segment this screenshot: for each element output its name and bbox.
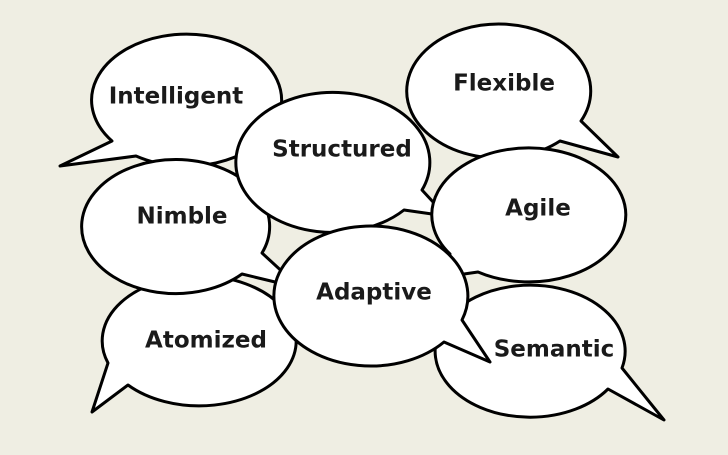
bubble-flexible-label: Flexible: [453, 71, 555, 97]
bubble-intelligent-label: Intelligent: [109, 84, 244, 110]
bubble-atomized: Atomized: [90, 274, 298, 414]
bubble-agile-shape: [420, 146, 628, 284]
bubble-semantic: Semantic: [433, 283, 666, 422]
bubble-intelligent: Intelligent: [58, 32, 284, 168]
bubble-adaptive: Adaptive: [272, 224, 492, 368]
bubble-structured: Structured: [234, 90, 448, 234]
bubble-agile-label: Agile: [505, 196, 571, 222]
bubble-semantic-label: Semantic: [494, 337, 615, 363]
bubble-structured-shape: [234, 90, 448, 234]
bubble-atomized-label: Atomized: [145, 328, 267, 354]
bubble-agile: Agile: [420, 146, 628, 284]
bubble-flexible: Flexible: [405, 22, 620, 160]
bubble-adaptive-label: Adaptive: [316, 280, 432, 306]
bubble-structured-label: Structured: [272, 137, 412, 163]
bubble-adaptive-shape: [272, 224, 492, 368]
bubble-nimble-label: Nimble: [136, 204, 227, 230]
